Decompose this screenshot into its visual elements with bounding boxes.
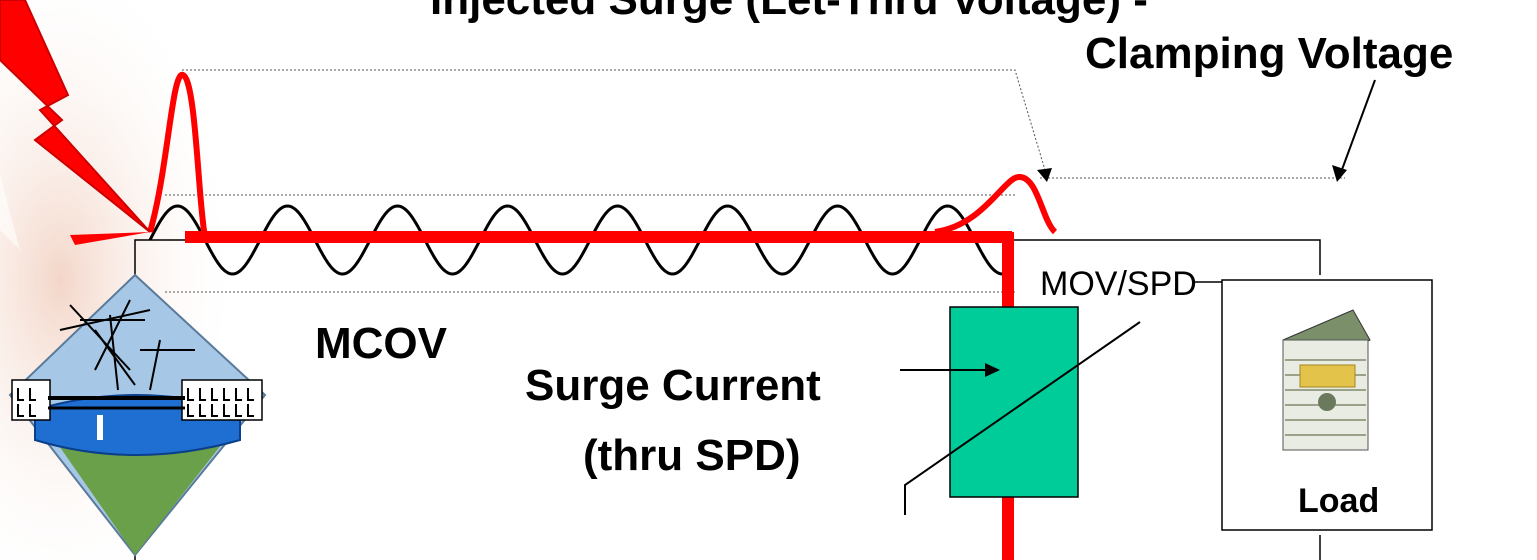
clamping-voltage-label: Clamping Voltage [1085,29,1453,78]
reference-lines [165,69,1345,293]
mov-spd-pointer [904,321,1141,515]
surge-current-arrowhead [985,363,1000,377]
surge-current-label: Surge Current [525,361,821,410]
mov-spd-label: MOV/SPD [1040,265,1197,303]
let-thru-voltage-line [182,69,1046,171]
power-utility-icon [8,273,267,557]
lightning-bolt-icon [0,0,151,250]
ac-sine-wave [148,204,1014,276]
injected-surge-title: Injected Surge (Let-Thru Voltage) - [430,0,1148,24]
let-thru-arrowhead [1037,168,1052,182]
money-stack-icon [1282,309,1371,451]
mcov-label: MCOV [315,319,448,368]
clamped-surge-pulse [934,174,1058,235]
clamping-pointer-line [1339,79,1376,176]
initial-surge-pulse [147,72,208,238]
spd-block [949,306,1079,498]
clamping-arrowhead [1332,165,1347,182]
surge-current-sublabel: (thru SPD) [583,431,801,480]
load-label: Load [1298,482,1379,520]
